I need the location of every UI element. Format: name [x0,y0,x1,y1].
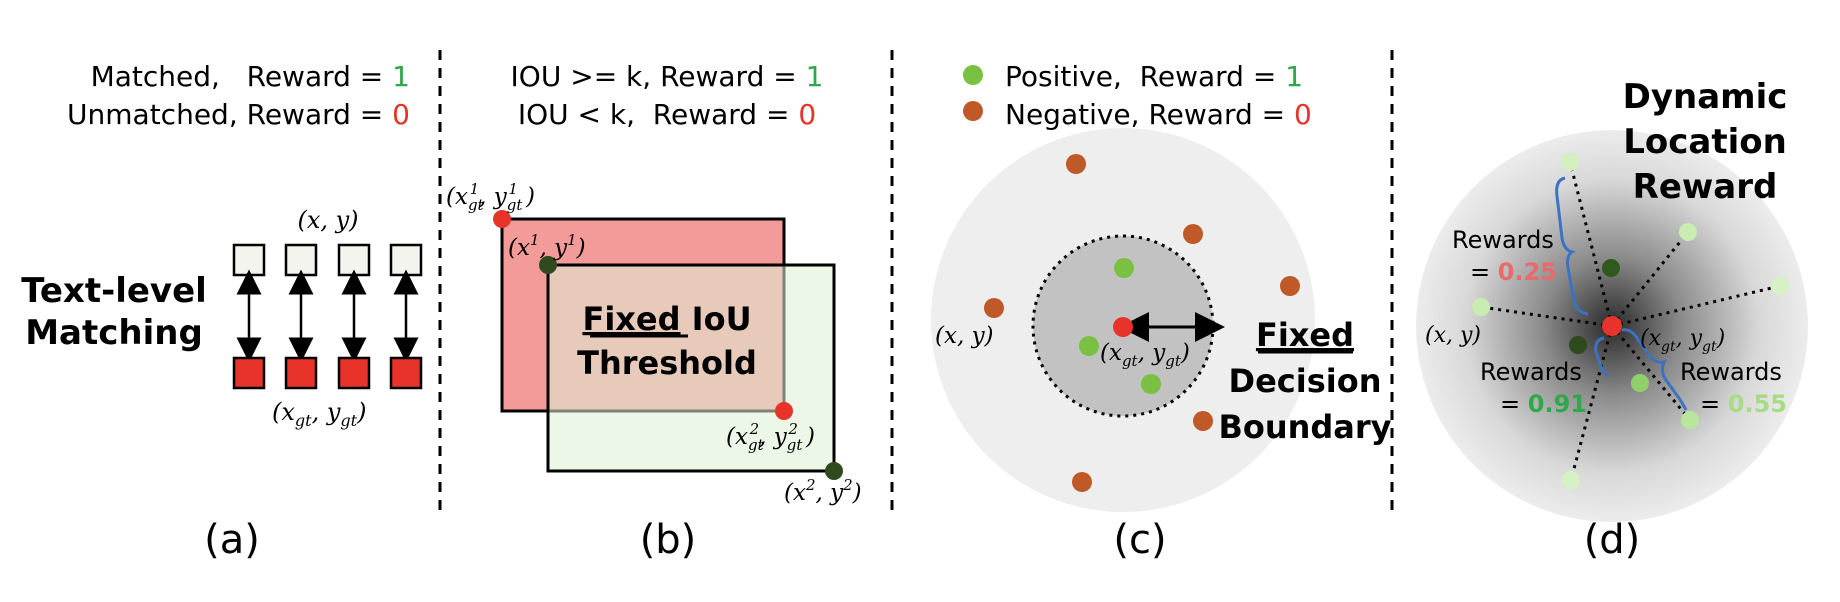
pred-box [389,243,423,277]
gt1-label: (xgt1, ygt1) [446,180,535,214]
p2-label: (x2, y2) [784,476,862,506]
gt-box [232,356,266,390]
panel-c-side-3: Boundary [1218,408,1391,446]
gt-point [1113,317,1133,337]
pred-box [284,243,318,277]
gt-box [284,356,318,390]
pred-point-2 [825,462,843,480]
panel-d-title-1: Dynamic [1623,77,1788,117]
panel-d-gt-label: (xgt, ygt) [1640,326,1725,355]
pred-point [1561,153,1579,171]
panel-b-center-1: Fixed IoU [582,300,751,338]
panel-a-gt-label: (xgt, ygt) [272,398,366,430]
positive-point [1079,336,1099,356]
pred-point [1562,471,1580,489]
brace-upper [1555,176,1589,316]
negative-point [1193,411,1213,431]
pred-point [1602,259,1620,277]
gt-point-2 [775,402,793,420]
distance-line [1480,305,1613,328]
panel-a-line2: Unmatched, Reward = 0 [67,98,410,131]
distance-lines [1480,161,1781,481]
caption-c: (c) [1113,517,1166,563]
pred-point [1472,298,1490,316]
panel-c: Positive, Reward = 1 Negative, Reward = … [931,60,1392,563]
caption-a: (a) [204,517,260,563]
pred-point [1631,374,1649,392]
panel-b-line1: IOU >= k, Reward = 1 [511,60,824,93]
negative-point [1183,224,1203,244]
panel-a-side-title-2: Matching [25,313,203,353]
pred-point [1569,336,1587,354]
rewards-value-c: = 0.55 [1700,390,1787,418]
panel-b-center-2: Threshold [577,344,757,382]
legend-positive: Positive, Reward = 1 [1005,60,1303,93]
pred-point [1771,277,1789,295]
panel-d: Dynamic Location Reward Rewards = 0.25 R… [1416,77,1808,563]
pred-box [232,243,266,277]
p1-label: (x1, y1) [508,231,586,261]
gt-boxes [232,356,423,390]
rewards-value-b: = 0.91 [1500,390,1587,418]
legend-negative-dot [963,101,983,121]
rewards-label-a: Rewards [1452,226,1554,254]
panel-a-pred-label: (x, y) [297,206,358,234]
panel-b: IOU >= k, Reward = 1 IOU < k, Reward = 0… [446,60,862,563]
rewards-label-b: Rewards [1480,358,1582,386]
positive-point [1141,374,1161,394]
panel-a: Matched, Reward = 1 Unmatched, Reward = … [21,60,423,563]
pred-point [1679,223,1697,241]
negative-point [1066,154,1086,174]
panel-c-gt-label: (xgt, ygt) [1100,340,1190,370]
positive-point [1114,258,1134,278]
panel-b-line2: IOU < k, Reward = 0 [518,98,816,131]
negative-point [1072,472,1092,492]
negative-point [984,298,1004,318]
pred-box-rect [546,263,836,473]
pred-point [1681,411,1699,429]
pred-point-1 [539,256,557,274]
rewards-value-a: = 0.25 [1470,258,1557,286]
panel-d-title-2: Location [1623,122,1787,162]
brace-lower [1594,336,1609,378]
gt-box [337,356,371,390]
rewards-label-c: Rewards [1680,358,1782,386]
panel-c-pred-label: (x, y) [935,323,994,349]
caption-d: (d) [1584,517,1641,563]
gt-point-1 [493,210,511,228]
legend-negative: Negative, Reward = 0 [1005,98,1312,131]
reward-value-0: 0 [392,98,410,131]
reward-value-1: 1 [392,60,410,93]
pred-box [337,243,371,277]
brace-right [1621,328,1688,411]
gt-box [389,356,423,390]
panel-a-side-title-1: Text-level [21,271,207,311]
gt-point [1602,316,1622,336]
legend-positive-dot [963,65,983,85]
pred-boxes [232,243,423,277]
panel-c-side-1: Fixed [1256,316,1354,354]
distance-line [1569,325,1614,481]
panel-d-pred-label: (x, y) [1425,323,1481,348]
caption-b: (b) [640,517,697,563]
match-arrows [236,269,419,363]
panel-c-side-2: Decision [1229,362,1382,400]
negative-point [1280,276,1300,296]
panel-a-line1: Matched, Reward = 1 [91,60,410,93]
gt2-label: (xgt2, ygt2) [726,420,815,454]
panel-d-title-3: Reward [1633,167,1778,207]
